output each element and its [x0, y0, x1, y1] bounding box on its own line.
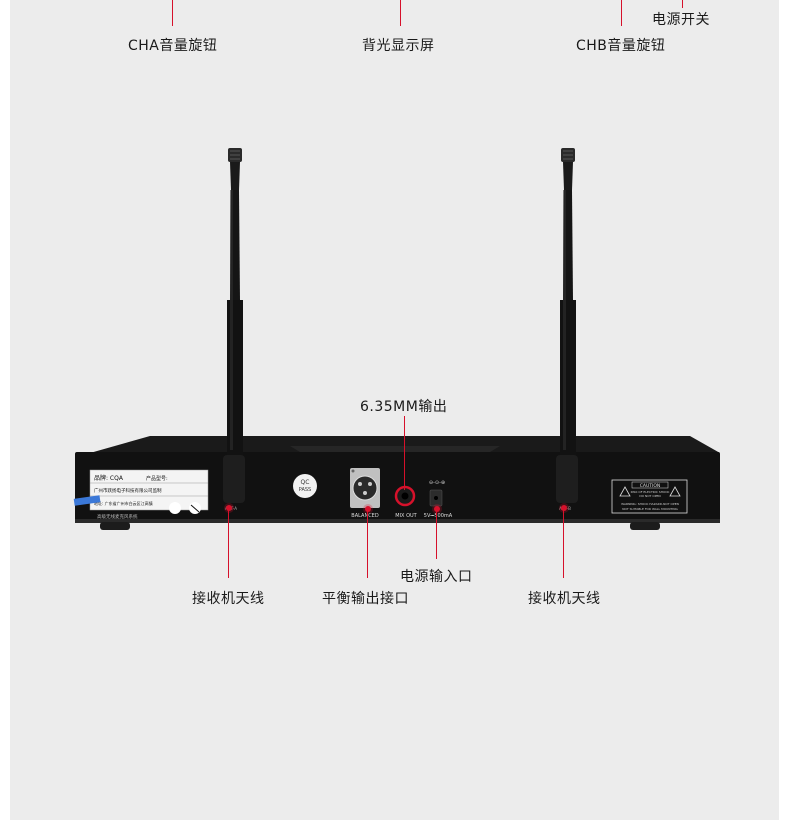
blue-barcode-sticker: [73, 495, 101, 506]
callout-line-antenna-left: [228, 510, 229, 578]
mix-out-jack: [394, 485, 416, 507]
callout-line-backlight: [400, 0, 401, 26]
caution-line1: RISK OF ELECTRIC SHOCK: [631, 490, 671, 494]
warning-line2: NOT SUITABLE FOR WALL MOUNTING: [622, 507, 678, 511]
label-cha-volume-knob: CHA音量旋钮: [128, 38, 218, 54]
antenna-left: [223, 148, 245, 503]
certification-mark-1: [169, 502, 181, 514]
receiver-foot-left: [100, 522, 130, 530]
label-power-switch: 电源开关: [652, 12, 710, 28]
sticker-brand: 品牌: CQA: [94, 474, 124, 482]
marker-power-input: [434, 506, 440, 512]
label-635mm-output: 6.35MM输出: [360, 399, 448, 415]
callout-line-chb: [621, 0, 622, 26]
product-info-sticker: 品牌: CQA 产品型号: 广州市跃扬电子科技有限公司监制 地址: 广东省广州市…: [89, 469, 209, 511]
product-panel: [10, 0, 779, 820]
label-chb-volume-knob: CHB音量旋钮: [576, 38, 666, 54]
callout-line-cha: [172, 0, 173, 26]
callout-line-antenna-right: [563, 510, 564, 578]
pass-text: PASS: [299, 487, 311, 493]
dc-power-jack: ⊖-⊙-⊕: [429, 480, 445, 507]
panel-bottom-edge: [75, 519, 720, 523]
mixout-port-label: MIX OUT: [395, 513, 417, 519]
balanced-port-label: BALANCED: [351, 513, 379, 519]
marker-antenna-left: [226, 505, 232, 511]
qc-text: QC: [301, 479, 310, 486]
lid-embossed-logo: [290, 446, 500, 452]
caution-line2: DO NOT OPEN: [639, 494, 660, 498]
qc-pass-sticker: QC PASS: [293, 474, 317, 498]
label-antenna-right: 接收机天线: [528, 591, 601, 607]
label-balanced-output: 平衡输出接口: [322, 591, 409, 607]
warning-line1: WARNING: SHOCK HAZARD-NOT OPEN: [621, 502, 679, 506]
callout-line-balanced: [367, 511, 368, 578]
caution-label: CAUTION RISK OF ELECTRIC SHOCK DO NOT OP…: [611, 479, 688, 514]
svg-text:⊖-⊙-⊕: ⊖-⊙-⊕: [429, 480, 445, 486]
marker-balanced-out: [365, 506, 371, 512]
sticker-address: 地址: 广东省广州市白云区江高镇: [94, 500, 153, 506]
antenna-right: [556, 148, 578, 503]
system-name: 高级无线麦克风系统: [97, 513, 138, 520]
label-backlight-screen: 背光显示屏: [362, 38, 435, 54]
label-antenna-left: 接收机天线: [192, 591, 265, 607]
callout-line-power-input: [436, 511, 437, 559]
callout-line-power-switch: [682, 0, 683, 8]
xlr-balanced-connector: [350, 468, 380, 508]
sticker-maker: 广州市跃扬电子科技有限公司监制: [94, 487, 162, 494]
sticker-model: 产品型号:: [146, 475, 168, 482]
power-rating-label: 5V⎓500mA: [424, 513, 453, 519]
label-power-input: 电源输入口: [400, 569, 473, 585]
caution-title: CAUTION: [640, 483, 661, 489]
callout-line-635mm: [404, 416, 405, 490]
marker-antenna-right: [561, 505, 567, 511]
receiver-foot-right: [630, 522, 660, 530]
